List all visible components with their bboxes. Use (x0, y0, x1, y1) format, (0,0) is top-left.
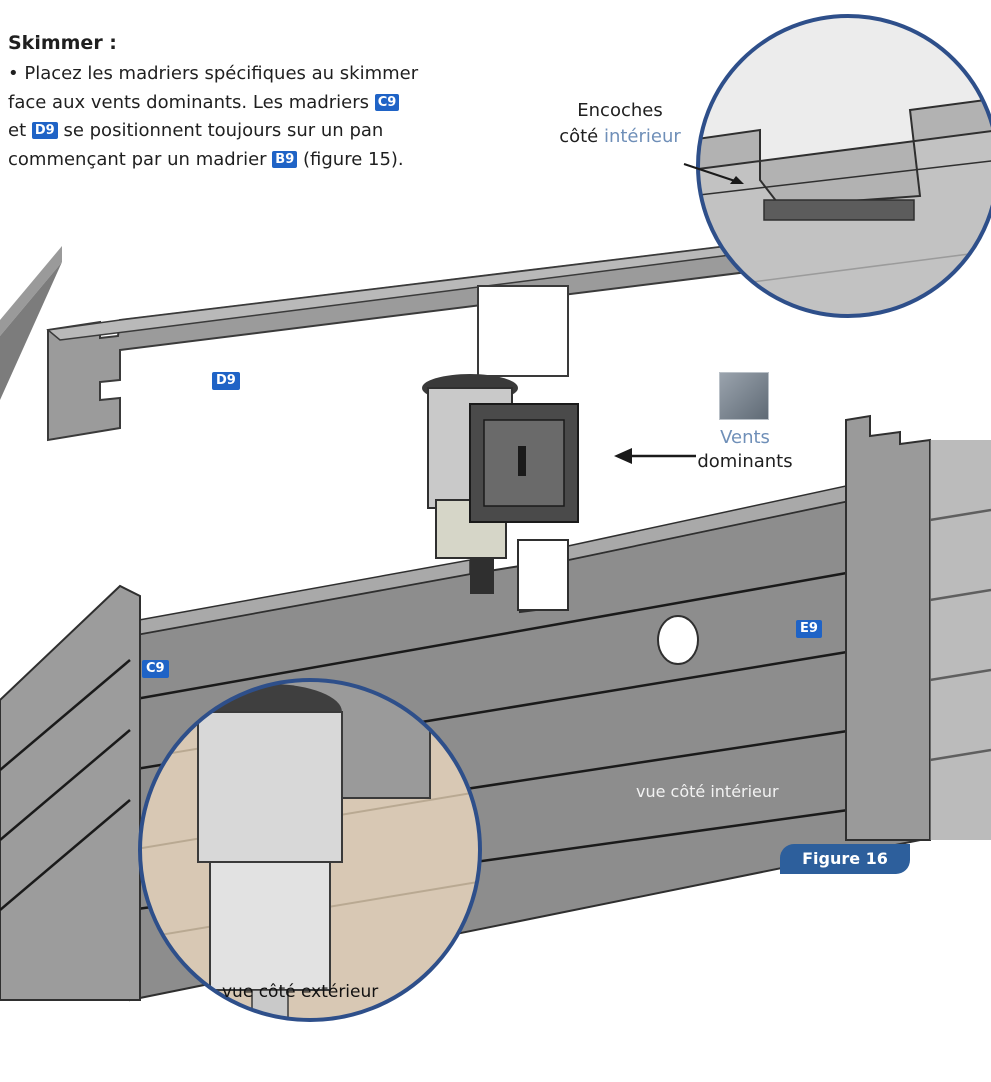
part-tag-d9: D9 (212, 372, 240, 390)
instruction-line-1: • Placez les madriers spécifiques au ski… (8, 63, 419, 84)
skimmer-body (422, 374, 579, 594)
instruction-paragraph: • Placez les madriers spécifiques au ski… (8, 60, 508, 174)
encoches-callout: Encoches côté intérieur (559, 100, 681, 147)
instruction-line-3: et D9 se positionnent toujours sur un pa… (8, 120, 384, 141)
detail-circle-exterior (138, 678, 482, 1022)
detail-circle-encoches (683, 14, 991, 318)
arrow-left-icon (614, 448, 696, 464)
figure-number-badge: Figure 16 (780, 844, 910, 874)
label-exterior-view: vue côté extérieur (222, 982, 379, 1002)
section-heading: Skimmer : (8, 32, 117, 54)
plank-d9 (46, 228, 881, 442)
tag-c9-inline: C9 (374, 93, 400, 111)
wall-c9-side (0, 584, 141, 1001)
tag-b9-inline: B9 (272, 150, 298, 168)
tag-d9-inline: D9 (31, 122, 58, 139)
diagonal-post (0, 246, 62, 336)
label-interior-view: vue côté intérieur (636, 782, 779, 801)
wind-icon (719, 372, 769, 420)
vents-dominants-label: Vents dominants (697, 427, 793, 472)
instruction-line-4: commençant par un madrier B9 (figure 15)… (8, 148, 404, 170)
part-tag-c9: C9 (142, 660, 169, 678)
part-tag-e9: E9 (796, 620, 822, 638)
instruction-line-2: face aux vents dominants. Les madriers C… (8, 89, 508, 118)
